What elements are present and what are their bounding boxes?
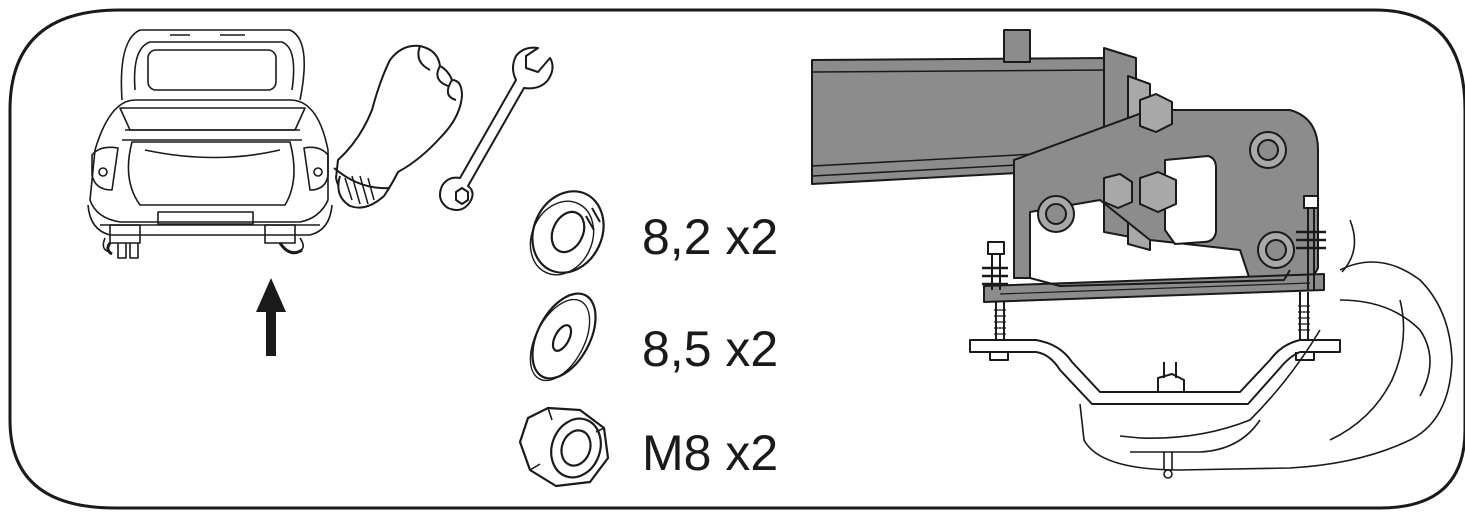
spring-washer-icon: [529, 190, 605, 276]
up-arrow-icon: [256, 278, 286, 356]
flat-washer-icon: [529, 292, 597, 382]
vehicle-floor-outline: [1079, 219, 1453, 479]
hex-nut-icon: [518, 406, 610, 488]
tow-bar-assembly-icon: [811, 29, 1341, 405]
flat-washer-label: 8,5 x2: [642, 321, 779, 377]
hex-nut-label: M8 x2: [642, 425, 779, 481]
glove-icon: [333, 44, 463, 209]
wrench-icon: [439, 46, 554, 211]
spring-washer-label: 8,2 x2: [642, 209, 779, 265]
car-rear-view-icon: [87, 29, 333, 259]
